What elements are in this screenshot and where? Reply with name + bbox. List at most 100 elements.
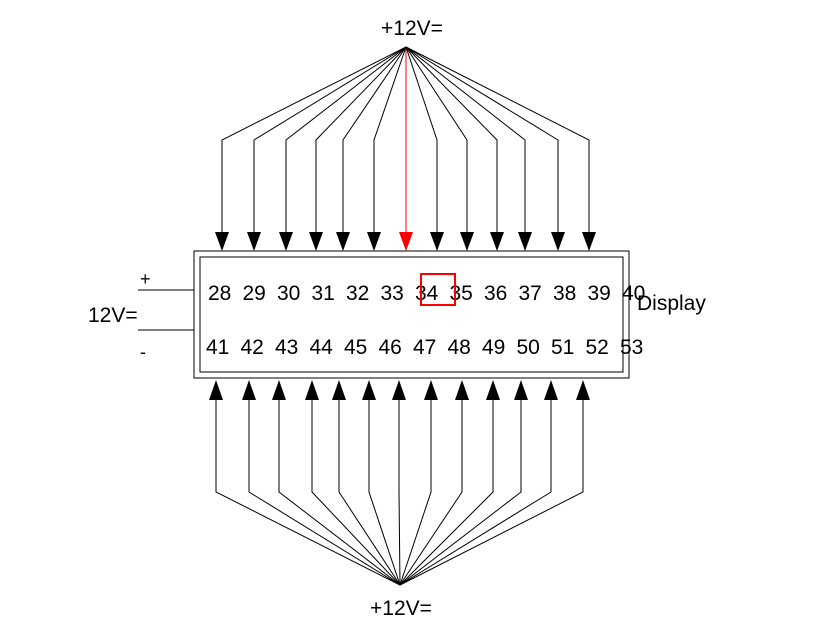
- pin-label-52: 52: [586, 336, 609, 359]
- arrowhead-up: [455, 380, 469, 400]
- wire-line: [405, 46, 559, 232]
- arrowhead-up: [514, 380, 528, 400]
- top-wire-pin-31: [309, 46, 407, 251]
- pin-label-35: 35: [450, 282, 473, 305]
- pin-label-47: 47: [413, 336, 436, 359]
- wire-line: [311, 400, 401, 586]
- wire-line: [399, 400, 584, 586]
- pin-label-40: 40: [622, 282, 645, 305]
- arrowhead-down: [309, 232, 323, 251]
- arrowhead-up: [209, 380, 223, 400]
- pin-label-33: 33: [381, 282, 404, 305]
- display-outer-border: [193, 250, 630, 379]
- wire-line: [405, 46, 590, 232]
- arrowhead-up: [362, 380, 376, 400]
- wire-line: [285, 46, 407, 232]
- wire-line: [405, 46, 498, 232]
- bottom-wire-pin-49: [399, 380, 469, 586]
- wire-line: [315, 46, 407, 232]
- wire-line: [399, 400, 552, 586]
- arrowhead-down: [518, 232, 532, 251]
- wire-line: [253, 46, 407, 232]
- pin-label-34: 34: [415, 282, 439, 305]
- arrowhead-up: [392, 380, 406, 400]
- pin-label-46: 46: [379, 336, 402, 359]
- bottom-wire-pin-51: [399, 380, 528, 586]
- bottom-wire-pin-45: [332, 380, 401, 586]
- arrowhead-down: [460, 232, 474, 251]
- top-supply-label: +12V=: [381, 17, 443, 40]
- power-plus-sign: +: [140, 269, 151, 289]
- pin-label-29: 29: [243, 282, 266, 305]
- top-wire-pin-28: [215, 46, 407, 251]
- arrowhead-up: [424, 380, 438, 400]
- display-inner-border: [199, 256, 624, 373]
- pin-label-39: 39: [588, 282, 611, 305]
- bottom-wire-pin-50: [399, 380, 500, 586]
- pin-label-28: 28: [208, 282, 231, 305]
- wire-line: [399, 400, 522, 586]
- wire-line: [405, 46, 438, 232]
- pin-label-50: 50: [517, 336, 540, 359]
- wire-line: [405, 46, 526, 232]
- arrowhead-up: [242, 380, 256, 400]
- arrowhead-down: [279, 232, 293, 251]
- bottom-wire-pin-41: [209, 380, 401, 586]
- pin-label-48: 48: [448, 336, 471, 359]
- pin-label-43: 43: [275, 336, 298, 359]
- wire-line: [338, 400, 401, 586]
- pin-label-45: 45: [344, 336, 367, 359]
- top-wire-pin-39: [405, 46, 565, 251]
- arrowhead-down: [399, 232, 413, 251]
- pin-label-51: 51: [551, 336, 574, 359]
- arrowhead-down: [490, 232, 504, 251]
- arrowhead-down: [215, 232, 229, 251]
- wire-line: [398, 400, 401, 586]
- arrowhead-up: [544, 380, 558, 400]
- wire-line: [215, 400, 401, 586]
- top-wire-pin-35: [405, 46, 444, 251]
- pin-label-38: 38: [553, 282, 576, 305]
- wire-line: [248, 400, 401, 586]
- wire-line: [399, 400, 463, 586]
- pin-label-49: 49: [482, 336, 505, 359]
- bottom-wire-pin-53: [399, 380, 590, 586]
- arrowhead-down: [582, 232, 596, 251]
- pin-label-36: 36: [484, 282, 507, 305]
- top-wire-fan: [215, 46, 596, 251]
- bottom-wire-pin-44: [305, 380, 401, 586]
- arrowhead-down: [247, 232, 261, 251]
- wire-line: [221, 46, 407, 232]
- pin-label-53: 53: [620, 336, 643, 359]
- bottom-wire-pin-46: [362, 380, 401, 586]
- arrowhead-up: [332, 380, 346, 400]
- arrowhead-up: [576, 380, 590, 400]
- top-wire-pin-38: [405, 46, 532, 251]
- arrowhead-down: [367, 232, 381, 251]
- wire-line: [399, 400, 494, 586]
- arrowhead-down: [336, 232, 350, 251]
- top-wire-pin-32: [336, 46, 407, 251]
- arrowhead-up: [305, 380, 319, 400]
- pin-label-31: 31: [312, 282, 335, 305]
- bottom-wire-fan: [209, 380, 590, 586]
- bottom-wire-pin-42: [242, 380, 401, 586]
- arrowhead-down: [551, 232, 565, 251]
- highlighted-pin-box: [420, 273, 456, 306]
- bottom-wire-pin-52: [399, 380, 558, 586]
- pin-label-41: 41: [206, 336, 229, 359]
- power-minus-sign: -: [140, 342, 146, 362]
- bottom-wire-pin-43: [272, 380, 401, 586]
- top-wire-pin-33: [367, 46, 407, 251]
- wire-line: [399, 400, 432, 586]
- top-wire-pin-29: [247, 46, 407, 251]
- power-input: + - 12V=: [88, 269, 194, 362]
- pin-label-37: 37: [519, 282, 542, 305]
- wire-line: [405, 46, 468, 232]
- top-wire-pin-37: [405, 46, 504, 251]
- top-wire-pin-40: [405, 46, 596, 251]
- wire-line: [278, 400, 401, 586]
